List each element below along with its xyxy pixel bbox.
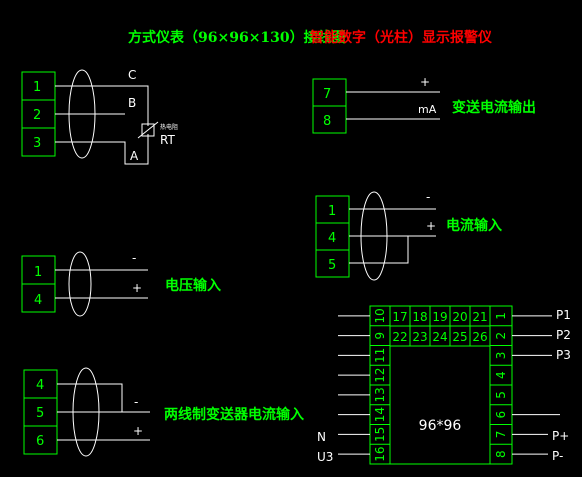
rtd-block: 1 2 3 C B A 热电阻 RT (21, 68, 178, 165)
transmit-label: 变送电流输出 (452, 99, 536, 116)
rtd-terminal-1: 1 (33, 80, 41, 95)
meter-terminal-25: 25 (452, 330, 467, 344)
meter-terminal-19: 19 (432, 310, 447, 324)
current-terminal-5: 5 (328, 258, 336, 273)
meter-right-label-p2: P2 (556, 328, 571, 342)
meter-terminal-7: 7 (494, 431, 508, 439)
two-wire-terminal-5: 5 (36, 406, 44, 421)
voltage-label: 电压输入 (165, 277, 221, 294)
two-wire-plus-sign: + (133, 424, 143, 438)
two-wire-minus-sign: - (134, 395, 138, 409)
meter-terminal-10: 10 (373, 308, 387, 323)
transmit-plus-sign: + (420, 75, 430, 89)
voltage-minus-sign: - (132, 251, 136, 265)
current-terminal-4: 4 (328, 231, 336, 246)
rtd-letter-b: B (128, 96, 136, 110)
meter-terminal-16: 16 (373, 446, 387, 461)
voltage-terminal-1: 1 (34, 265, 42, 280)
meter-terminal-11: 11 (373, 348, 387, 363)
current-plus-sign: + (426, 219, 436, 233)
transmit-unit: mA (418, 103, 437, 116)
meter-terminal-17: 17 (392, 310, 407, 324)
meter-terminal-18: 18 (412, 310, 427, 324)
meter-right-label-p3: P3 (556, 348, 571, 362)
two-wire-terminal-6: 6 (36, 434, 44, 449)
current-input-block: 1 4 5 - + 电流输入 (315, 190, 502, 281)
meter-terminal-6: 6 (494, 411, 508, 419)
rtd-terminal-3: 3 (33, 136, 41, 151)
rtd-sensor-label: RT (160, 133, 175, 147)
meter-terminal-4: 4 (494, 371, 508, 379)
meter-terminal-21: 21 (472, 310, 487, 324)
current-label: 电流输入 (446, 217, 502, 234)
title-part2: 智能数字（光柱）显示报警仪 (309, 29, 493, 46)
rtd-wire-c (55, 85, 149, 126)
meter-terminal-14: 14 (373, 407, 387, 422)
meter-right-label-p1: P1 (556, 308, 571, 322)
meter-terminal-3: 3 (494, 352, 508, 360)
voltage-input-block: 1 4 - + 电压输入 (21, 251, 221, 317)
transmit-terminal-8: 8 (323, 114, 331, 129)
meter-inner-frame (389, 345, 491, 465)
rtd-sensor-symbol (141, 123, 155, 137)
meter-center-label: 96*96 (419, 418, 462, 434)
title-part1: 方式仪表（96×96×130）接线图 (128, 29, 346, 46)
two-wire-terminal-4: 4 (36, 378, 44, 393)
meter-terminal-24: 24 (432, 330, 447, 344)
current-cable-shield (360, 191, 388, 281)
two-wire-label: 两线制变送器电流输入 (164, 406, 304, 423)
meter-terminal-20: 20 (452, 310, 467, 324)
meter-terminal-22: 22 (392, 330, 407, 344)
meter-terminal-23: 23 (412, 330, 427, 344)
two-wire-input-block: 4 5 6 - + 两线制变送器电流输入 (23, 367, 304, 457)
rtd-sensor-small-label: 热电阻 (160, 123, 178, 131)
meter-left-label-u3: U3 (317, 450, 333, 464)
rtd-letter-a: A (130, 149, 139, 163)
meter-terminal-12: 12 (373, 367, 387, 382)
meter-terminal-26: 26 (472, 330, 487, 344)
voltage-plus-sign: + (132, 281, 142, 295)
rtd-letter-c: C (128, 68, 136, 82)
meter-terminal-8: 8 (494, 450, 508, 458)
rtd-cable-shield (68, 69, 96, 159)
meter-left-label-n: N (317, 430, 326, 444)
meter-terminal-13: 13 (373, 387, 387, 402)
current-wire-5 (349, 236, 409, 264)
rtd-wire-a (55, 134, 149, 165)
current-minus-sign: - (426, 190, 430, 204)
two-wire-cable-shield (72, 367, 100, 457)
current-terminal-1: 1 (328, 204, 336, 219)
meter-terminal-15: 15 (373, 427, 387, 442)
voltage-cable-shield (68, 251, 92, 317)
transmit-terminal-7: 7 (323, 87, 331, 102)
voltage-terminal-4: 4 (34, 293, 42, 308)
meter-terminal-1: 1 (494, 312, 508, 320)
transmit-output-block: 7 8 + mA 变送电流输出 (312, 75, 536, 134)
rtd-terminal-2: 2 (33, 108, 41, 123)
meter-terminal-5: 5 (494, 391, 508, 399)
meter-terminal-9: 9 (373, 332, 387, 340)
meter-right-label-pplus: P+ (552, 429, 569, 443)
meter-terminal-2: 2 (494, 332, 508, 340)
two-wire-wire-4 (57, 383, 123, 412)
meter-right-label-pminus: P- (552, 449, 563, 463)
